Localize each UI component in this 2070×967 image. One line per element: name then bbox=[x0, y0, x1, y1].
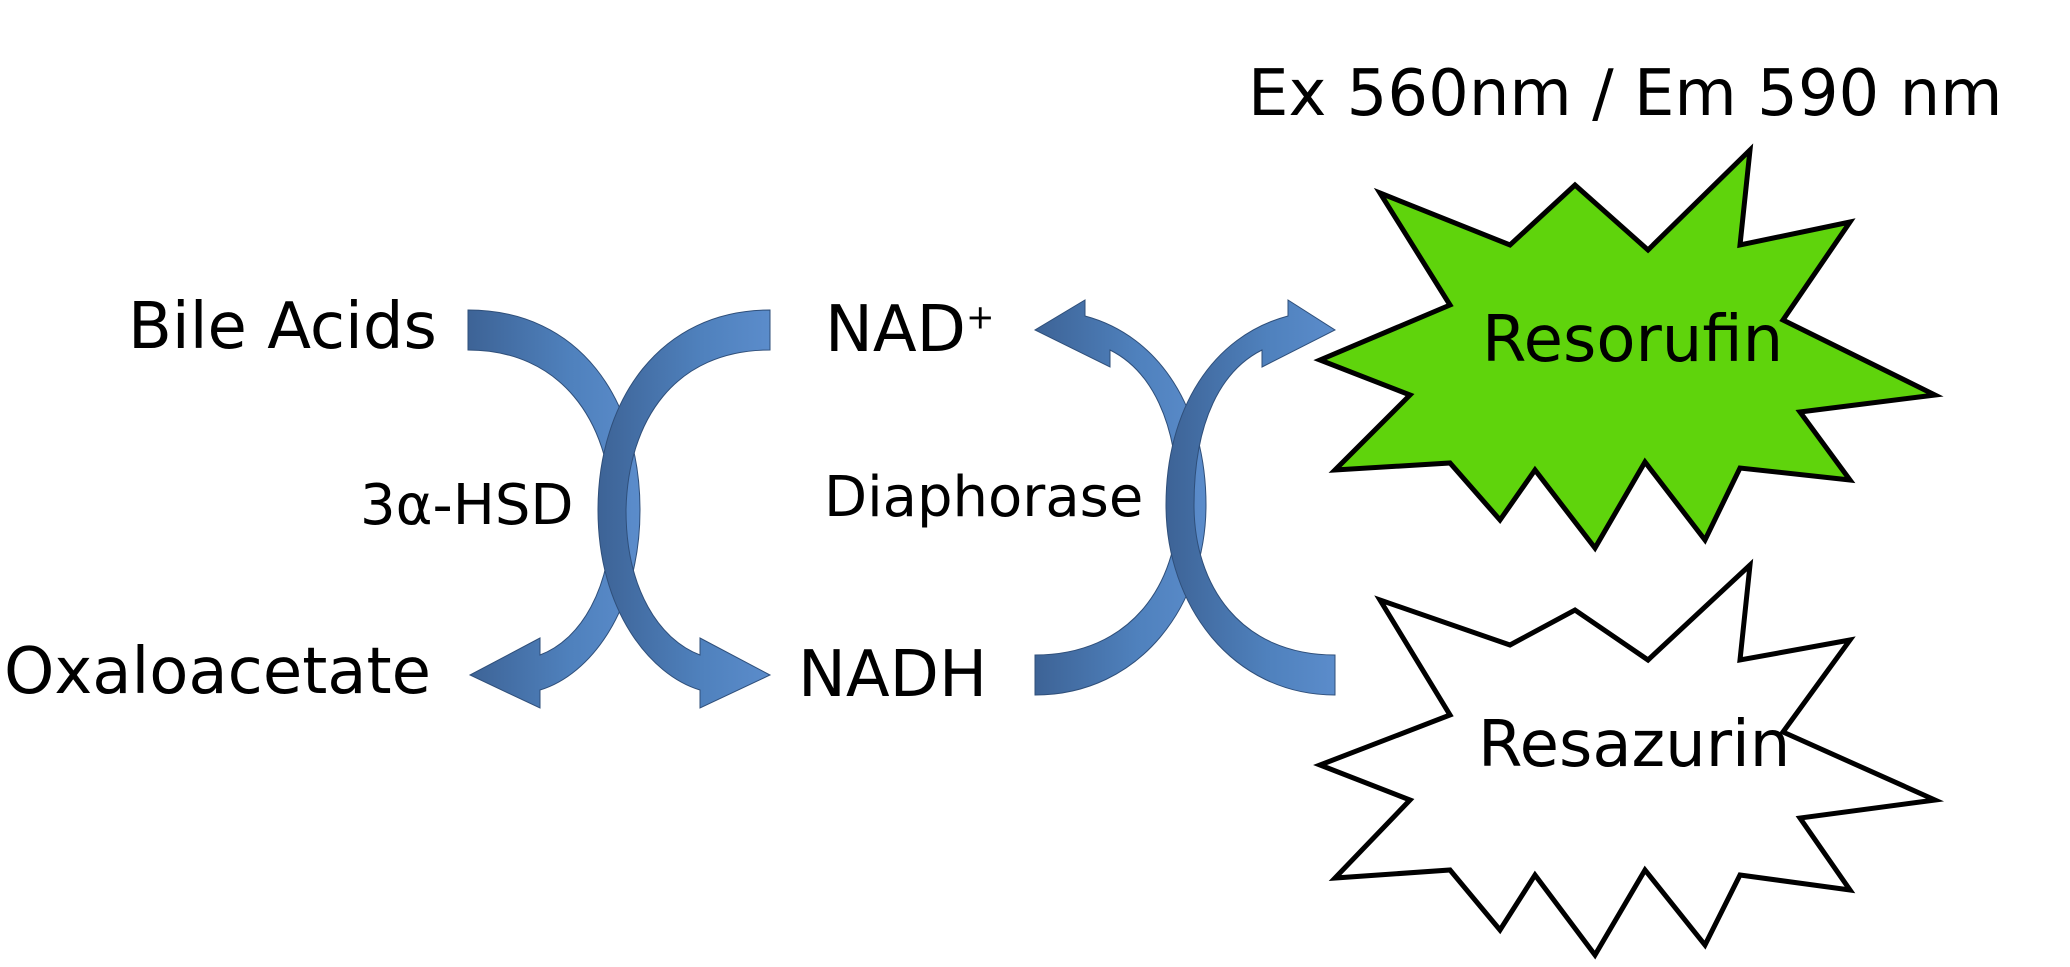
curved-arrow-nad-to-nadh bbox=[597, 309, 772, 709]
resorufin-starburst bbox=[1313, 143, 1944, 553]
resorufin-label: Resorufin bbox=[1482, 303, 1784, 377]
bile-acids-label: Bile Acids bbox=[128, 290, 437, 364]
diaphorase-enzyme-label: Diaphorase bbox=[824, 465, 1144, 530]
oxaloacetate-label: Oxaloacetate bbox=[4, 635, 431, 709]
curved-arrow-resazurin-to-resorufin bbox=[1165, 299, 1337, 696]
wavelength-label: Ex 560nm / Em 590 nm bbox=[1248, 57, 2003, 131]
nadh-label: NADH bbox=[798, 638, 988, 712]
nad-plus-superscript: + bbox=[965, 297, 995, 338]
nad-plus-base: NAD bbox=[825, 293, 966, 367]
hsd-enzyme-label: 3α-HSD bbox=[360, 473, 574, 538]
nad-plus-label: NAD+ bbox=[825, 298, 994, 362]
resazurin-label: Resazurin bbox=[1478, 708, 1791, 782]
resazurin-starburst bbox=[1313, 558, 1945, 960]
curved-arrow-bile-to-oxaloacetate bbox=[467, 309, 641, 709]
